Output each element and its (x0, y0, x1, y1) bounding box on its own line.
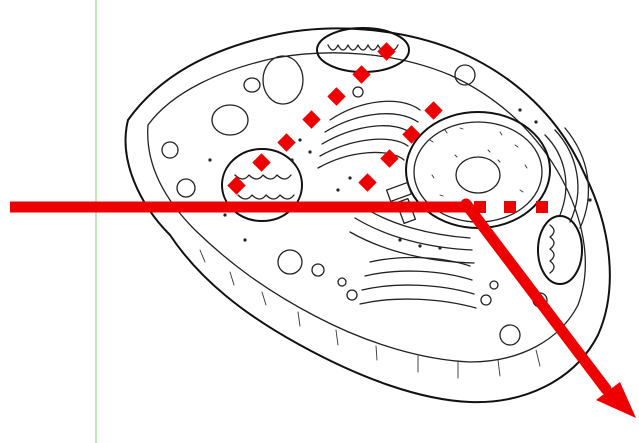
square-marker (474, 201, 486, 213)
diamond-marker-icon (424, 101, 442, 119)
diamond-marker-icon (277, 133, 295, 151)
diamond-markers-diagonal (227, 42, 395, 194)
diamond-marker-icon (358, 173, 376, 191)
ribosomes (208, 108, 591, 249)
mitochondrion-right (538, 216, 582, 284)
square-marker (536, 201, 548, 213)
vesicles (162, 56, 547, 345)
diamond-marker-icon (327, 87, 345, 105)
diamond-marker-icon (402, 125, 420, 143)
square-marker (504, 201, 516, 213)
golgi-apparatus (338, 257, 498, 308)
mitochondrion-top (317, 28, 409, 72)
diamond-marker-icon (302, 110, 320, 128)
cell-illustration (126, 28, 610, 402)
diamond-marker-icon (252, 153, 270, 171)
diamond-marker-icon (352, 65, 370, 83)
